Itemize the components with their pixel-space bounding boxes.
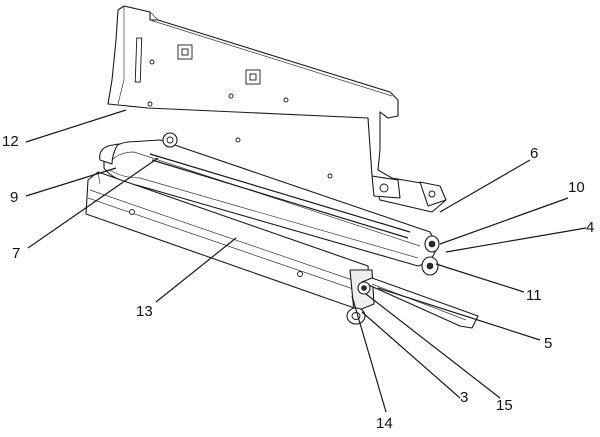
leader-9 xyxy=(25,167,117,197)
leader-7 xyxy=(27,157,159,249)
leader-3 xyxy=(361,311,461,399)
mounting-plate xyxy=(107,5,447,213)
leader-11 xyxy=(435,263,525,293)
callout-11: 11 xyxy=(526,287,542,304)
callout-7: 7 xyxy=(12,245,20,262)
callout-12: 12 xyxy=(2,133,19,150)
callout-4: 4 xyxy=(586,219,594,236)
leader-4 xyxy=(445,227,587,253)
leader-14 xyxy=(351,295,387,413)
swing-arm xyxy=(99,132,440,276)
callout-10: 10 xyxy=(568,179,585,196)
leader-15 xyxy=(365,293,501,399)
callout-9: 9 xyxy=(10,189,18,206)
leader-6 xyxy=(439,159,531,213)
callout-labels: 12 9 7 13 6 10 4 11 5 15 3 14 xyxy=(2,133,594,432)
leader-5 xyxy=(377,287,541,341)
callout-6: 6 xyxy=(530,145,538,162)
leader-lines xyxy=(25,109,587,413)
callout-13: 13 xyxy=(136,303,153,320)
callout-5: 5 xyxy=(544,335,552,352)
callout-14: 14 xyxy=(376,415,393,432)
callout-3: 3 xyxy=(460,389,468,406)
lever xyxy=(357,277,479,329)
plate-slot xyxy=(134,37,143,83)
callout-15: 15 xyxy=(496,397,513,414)
leader-12 xyxy=(25,109,127,143)
leader-13 xyxy=(155,237,237,303)
leader-10 xyxy=(439,197,569,245)
